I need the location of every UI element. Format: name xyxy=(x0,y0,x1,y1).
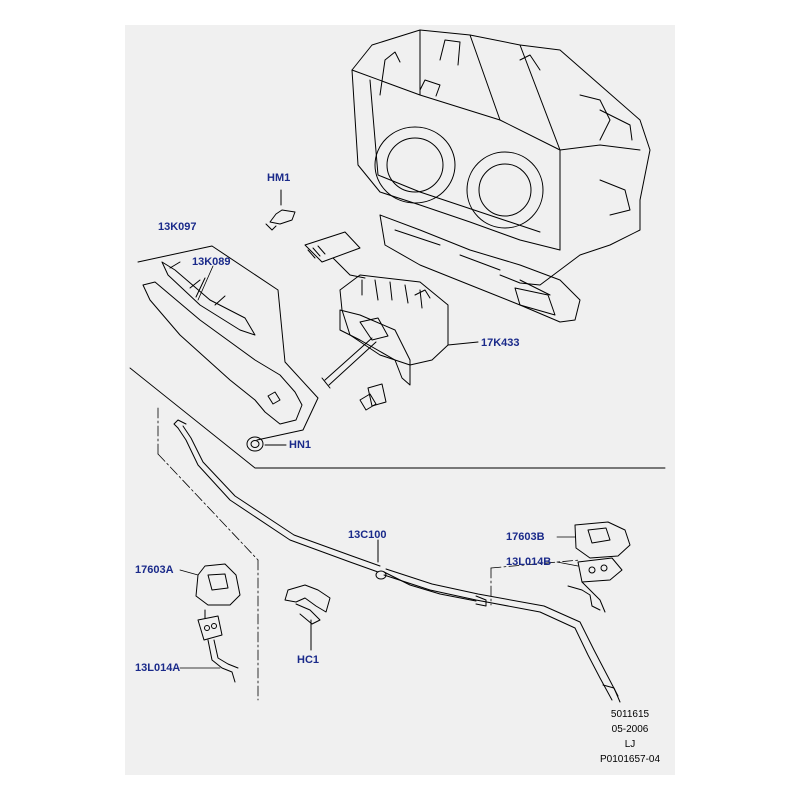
callout-17603a: 17603A xyxy=(135,564,174,576)
leader-lines xyxy=(179,265,579,669)
reference-initials: LJ xyxy=(624,739,636,750)
washer-hose xyxy=(173,419,621,703)
callout-13c100: 13C100 xyxy=(348,529,387,541)
washer-jet-left xyxy=(195,563,241,683)
hose-clip-hc1 xyxy=(284,584,331,651)
callout-13k097: 13K097 xyxy=(158,221,197,233)
headlamp-assembly xyxy=(351,29,651,323)
callout-hm1: HM1 xyxy=(267,172,291,184)
callout-hc1: HC1 xyxy=(297,654,320,666)
reference-part-number: 5011615 xyxy=(610,709,650,720)
callout-hn1: HN1 xyxy=(289,439,312,451)
wiper-arm-assembly xyxy=(137,245,319,452)
callout-13k089: 13K089 xyxy=(192,256,231,268)
construction-lines xyxy=(157,407,581,701)
callout-17603b: 17603B xyxy=(506,531,545,543)
bulb-hm1 xyxy=(265,189,296,231)
washer-pump xyxy=(304,231,479,411)
washer-jet-right xyxy=(567,521,631,613)
reference-date: 05-2006 xyxy=(611,724,649,735)
reference-illustration-id: P0101657-04 xyxy=(599,754,661,765)
callout-13l014b: 13L014B xyxy=(506,556,552,568)
callout-17k433: 17K433 xyxy=(481,337,520,349)
callout-13l014a: 13L014A xyxy=(135,662,181,674)
section-divider xyxy=(129,367,666,469)
